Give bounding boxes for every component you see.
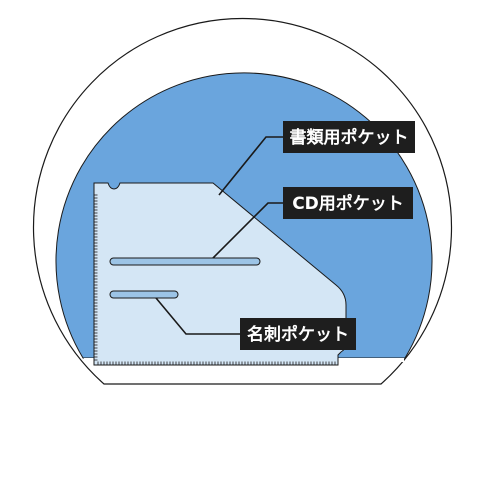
document-pocket-label: 書類用ポケット [283, 121, 415, 153]
document-pocket-text: 書類用ポケット [290, 127, 409, 148]
cd-pocket-text: CD用ポケット [292, 193, 404, 214]
card-pocket-label: 名刺ポケット [240, 318, 356, 350]
card-leader [155, 297, 240, 335]
document-leader [218, 136, 283, 196]
cd-pocket-slot [109, 257, 261, 266]
bottom-ruler [97, 361, 336, 365]
card-pocket-text: 名刺ポケット [247, 324, 349, 345]
card-pocket-slot [109, 290, 179, 299]
left-ruler [94, 194, 98, 361]
cd-leader [212, 202, 283, 259]
leader-lines [155, 136, 283, 335]
cd-pocket-label: CD用ポケット [283, 187, 413, 219]
